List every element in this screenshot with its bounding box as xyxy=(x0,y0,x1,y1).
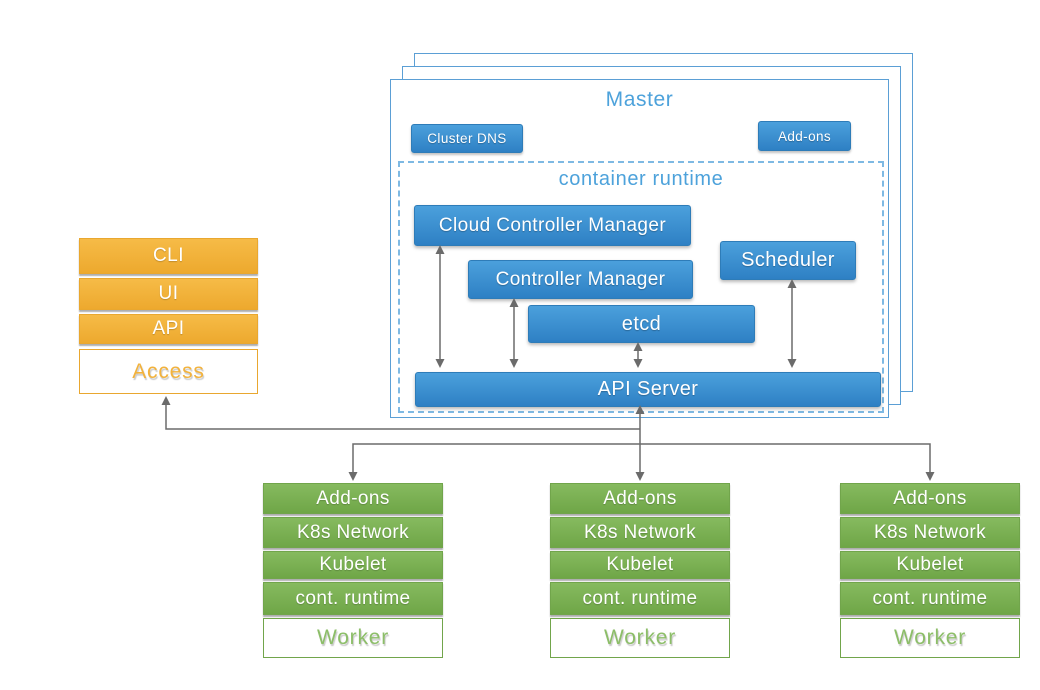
worker-layer-k8s-network: K8s Network xyxy=(263,517,443,548)
access-stack: CLI UI API Access xyxy=(79,238,258,394)
worker-box: Worker xyxy=(550,618,730,658)
arrow-apiserver-workers-1-3 xyxy=(348,443,935,481)
container-runtime-box: container runtime Cloud Controller Manag… xyxy=(398,161,884,413)
worker-layer-cont-runtime: cont. runtime xyxy=(550,582,730,615)
worker-layer-cont-runtime: cont. runtime xyxy=(263,582,443,615)
master-title: Master xyxy=(605,88,674,111)
cluster-dns-box: Cluster DNS xyxy=(411,124,523,153)
worker-box: Worker xyxy=(263,618,443,658)
worker-box: Worker xyxy=(840,618,1020,658)
ui-box: UI xyxy=(79,278,258,310)
worker-layer-addons: Add-ons xyxy=(840,483,1020,514)
worker-layer-kubelet: Kubelet xyxy=(550,551,730,579)
worker-layer-kubelet: Kubelet xyxy=(840,551,1020,579)
etcd-box: etcd xyxy=(528,305,755,343)
api-box: API xyxy=(79,314,258,344)
worker-layer-cont-runtime: cont. runtime xyxy=(840,582,1020,615)
worker-stack-2: Add-ons K8s Network Kubelet cont. runtim… xyxy=(550,483,730,658)
master-box: Master Cluster DNS Add-ons container run… xyxy=(390,79,889,418)
container-runtime-label: container runtime xyxy=(558,168,724,190)
worker-layer-addons: Add-ons xyxy=(263,483,443,514)
worker-stack-1: Add-ons K8s Network Kubelet cont. runtim… xyxy=(263,483,443,658)
cli-box: CLI xyxy=(79,238,258,274)
access-box: Access xyxy=(79,349,258,394)
controller-manager-box: Controller Manager xyxy=(468,260,693,299)
scheduler-box: Scheduler xyxy=(720,241,856,280)
cloud-controller-manager-box: Cloud Controller Manager xyxy=(414,205,691,246)
worker-layer-kubelet: Kubelet xyxy=(263,551,443,579)
worker-layer-k8s-network: K8s Network xyxy=(550,517,730,548)
worker-layer-addons: Add-ons xyxy=(550,483,730,514)
master-addons-box: Add-ons xyxy=(758,121,851,151)
worker-stack-3: Add-ons K8s Network Kubelet cont. runtim… xyxy=(840,483,1020,658)
worker-layer-k8s-network: K8s Network xyxy=(840,517,1020,548)
api-server-box: API Server xyxy=(415,372,881,407)
